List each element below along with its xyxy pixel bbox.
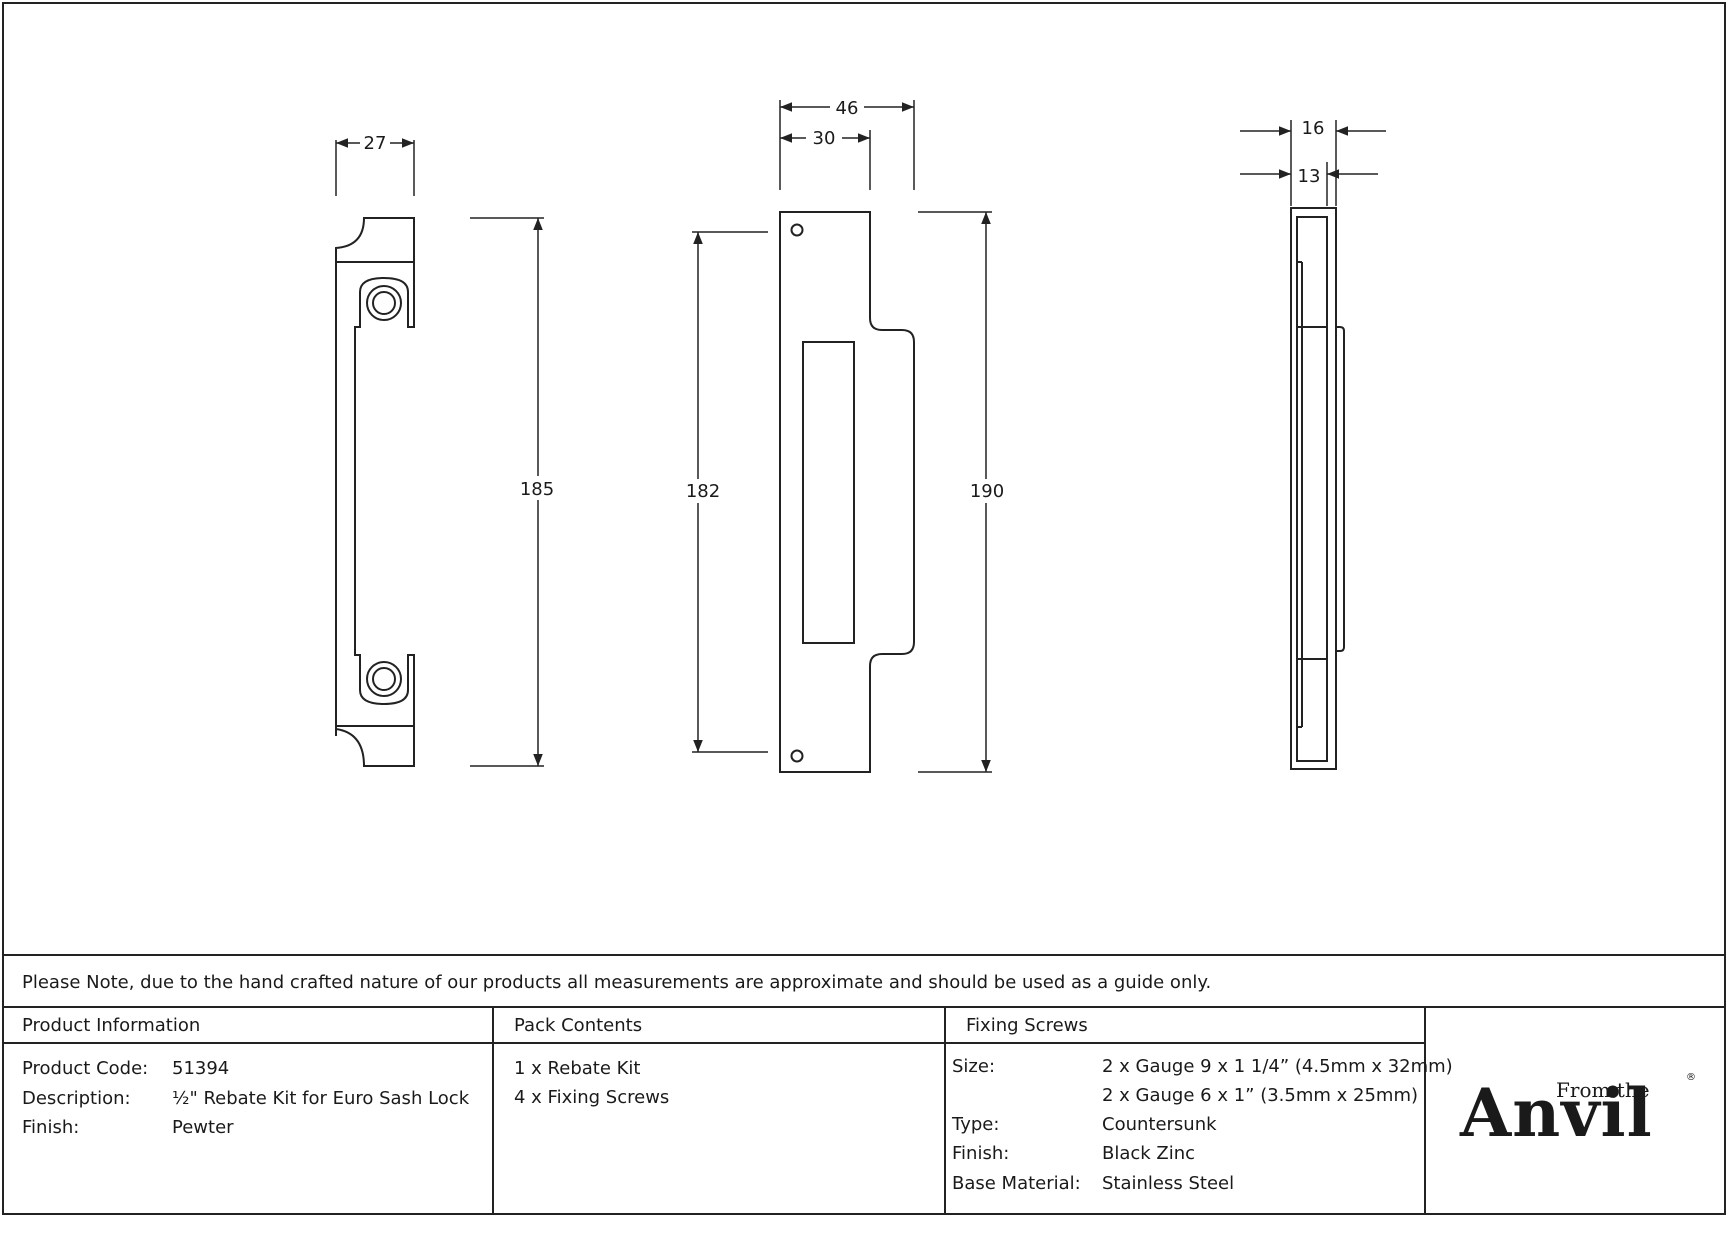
pack-contents-title: Pack Contents (514, 1015, 643, 1036)
fixing-screws-header: Fixing Screws (946, 1008, 1424, 1044)
finish-label: Finish: (22, 1117, 80, 1138)
fixing-screws-title: Fixing Screws (966, 1015, 1088, 1036)
dim-left-height: 185 (520, 479, 554, 500)
product-information-header: Product Information (2, 1008, 492, 1044)
dim-mid-plate-width: 30 (813, 128, 836, 149)
base-material-label: Base Material: (952, 1173, 1081, 1194)
screw-size-value: 2 x Gauge 9 x 1 1/4” (4.5mm x 32mm) (1102, 1056, 1453, 1077)
screw-size-label: Size: (952, 1056, 996, 1077)
left-view (335, 217, 415, 767)
dim-mid-height: 190 (970, 481, 1004, 502)
logo-tagline: From the (1556, 1078, 1650, 1102)
approximation-note: Please Note, due to the hand crafted nat… (2, 954, 1726, 1008)
dim-left-width: 27 (364, 133, 387, 154)
brand-logo: Anvil From the ® (1460, 1068, 1700, 1158)
pack-contents-panel: Pack Contents 1 x Rebate Kit 4 x Fixing … (494, 1008, 946, 1215)
registered-mark: ® (1686, 1072, 1696, 1083)
description-label: Description: (22, 1088, 131, 1109)
base-material-value: Stainless Steel (1102, 1173, 1235, 1194)
right-view (1290, 207, 1345, 770)
screw-type-label: Type: (952, 1114, 1000, 1135)
fixing-screws-panel: Fixing Screws Size: 2 x Gauge 9 x 1 1/4”… (946, 1008, 1453, 1215)
middle-view (779, 211, 915, 773)
drawing-frame (2, 2, 1726, 1215)
pack-item: 4 x Fixing Screws (514, 1087, 670, 1108)
note-text: Please Note, due to the hand crafted nat… (22, 972, 1212, 993)
product-information-panel: Product Information Product Code: 51394 … (2, 1008, 494, 1215)
screw-finish-value: Black Zinc (1102, 1143, 1196, 1164)
product-code-label: Product Code: (22, 1058, 149, 1079)
description-value: ½" Rebate Kit for Euro Sash Lock (172, 1088, 470, 1109)
logo-panel: Anvil From the ® (1426, 1008, 1726, 1215)
pack-item: 1 x Rebate Kit (514, 1058, 641, 1079)
pack-contents-header: Pack Contents (494, 1008, 944, 1044)
finish-value: Pewter (172, 1117, 234, 1138)
dim-mid-hole-span: 182 (686, 481, 720, 502)
dim-mid-outer-width: 46 (836, 98, 859, 119)
dim-side-outer: 16 (1302, 118, 1325, 139)
screw-finish-label: Finish: (952, 1143, 1010, 1164)
screw-type-value: Countersunk (1102, 1114, 1217, 1135)
dim-side-inner: 13 (1298, 166, 1321, 187)
product-information-title: Product Information (22, 1015, 201, 1036)
logo-wordmark: Anvil (1460, 1074, 1653, 1152)
product-code-value: 51394 (172, 1058, 230, 1079)
screw-size-value-2: 2 x Gauge 6 x 1” (3.5mm x 25mm) (1102, 1085, 1419, 1106)
